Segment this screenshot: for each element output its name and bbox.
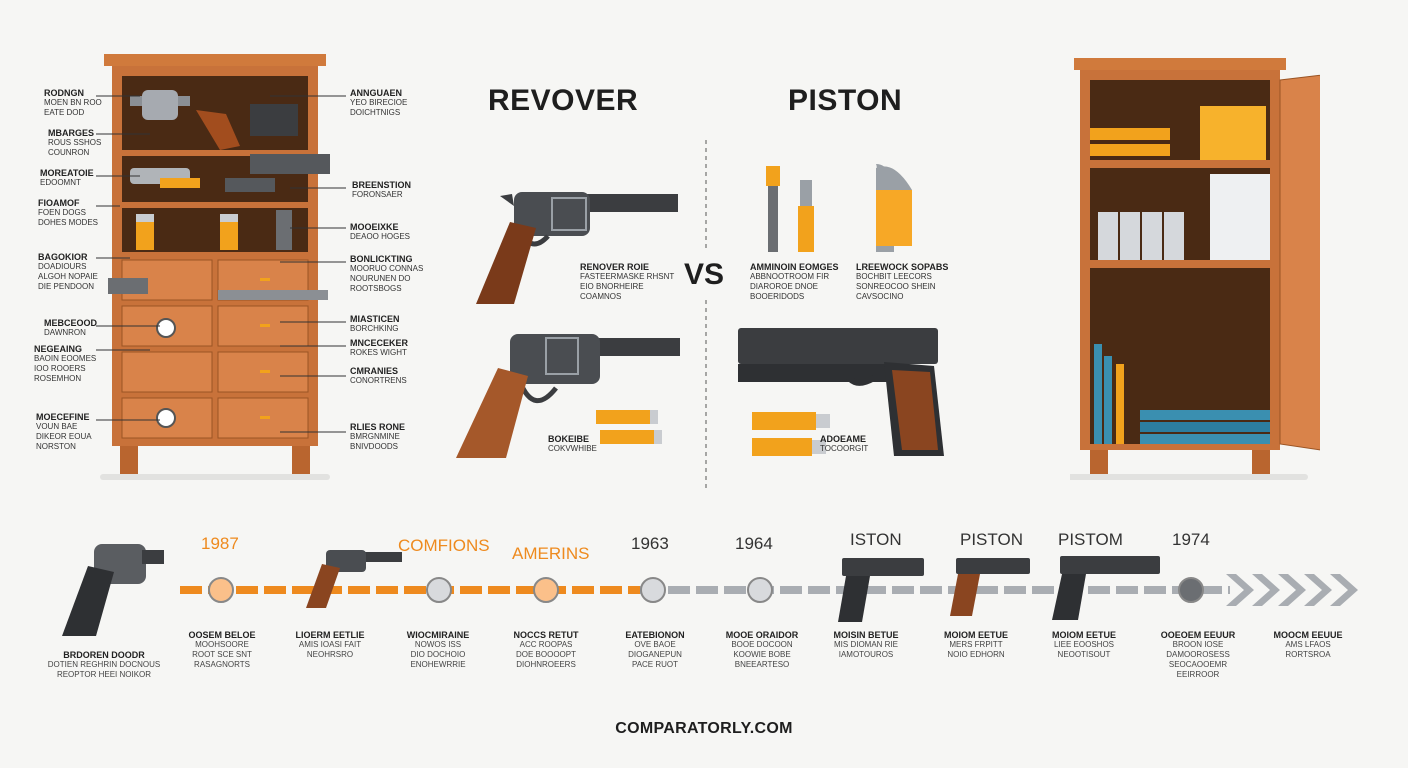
timeline-year-7: ISTON <box>850 530 902 549</box>
timeline-year-9: PISTOM <box>1058 530 1123 549</box>
timeline-year-1: 1987 <box>201 534 239 553</box>
piston-heading: PISTON <box>788 84 903 117</box>
timeline-year-10: 1974 <box>1172 530 1210 549</box>
cabinet-slide-icon <box>250 104 298 136</box>
timeline-pistol-icon-2 <box>950 558 1030 616</box>
timeline-revolver-large-icon <box>62 544 164 636</box>
pistol-ammo-icon <box>752 412 830 456</box>
site-footer-label: COMPARATORLY.COM <box>615 720 793 737</box>
timeline-node-1974 <box>1178 577 1204 603</box>
cabinet-connector-lines <box>96 95 346 433</box>
left-cabinet <box>100 54 330 480</box>
revolver-top-icon <box>476 192 678 304</box>
revolver-bottom-icon <box>456 334 680 458</box>
timeline-year-2: COMFIONS <box>398 536 490 555</box>
timeline-node-2 <box>426 577 452 603</box>
timeline-pistol-icon-3 <box>1052 556 1160 620</box>
timeline-year-8: PISTON <box>960 530 1023 549</box>
timeline-node-3 <box>533 577 559 603</box>
timeline-year-6: 1964 <box>735 534 773 553</box>
cabinet-revolver-icon <box>130 90 240 150</box>
timeline-revolver-icon <box>306 550 402 608</box>
timeline-pistol-icon-1 <box>838 558 924 622</box>
revolver-heading: REVOVER <box>488 84 639 117</box>
pistol-icon <box>738 328 944 456</box>
right-cabinet <box>1070 58 1320 480</box>
timeline-year-5: 1963 <box>631 534 669 553</box>
vs-label: VS <box>684 258 725 291</box>
timeline-year-4: AMERINS <box>512 544 590 563</box>
timeline-node-1987 <box>208 577 234 603</box>
timeline-track <box>180 574 1358 606</box>
center-divider <box>705 140 707 490</box>
timeline-node-1964 <box>747 577 773 603</box>
ammo-cartridges-icon <box>766 164 912 252</box>
timeline-node-1963 <box>640 577 666 603</box>
